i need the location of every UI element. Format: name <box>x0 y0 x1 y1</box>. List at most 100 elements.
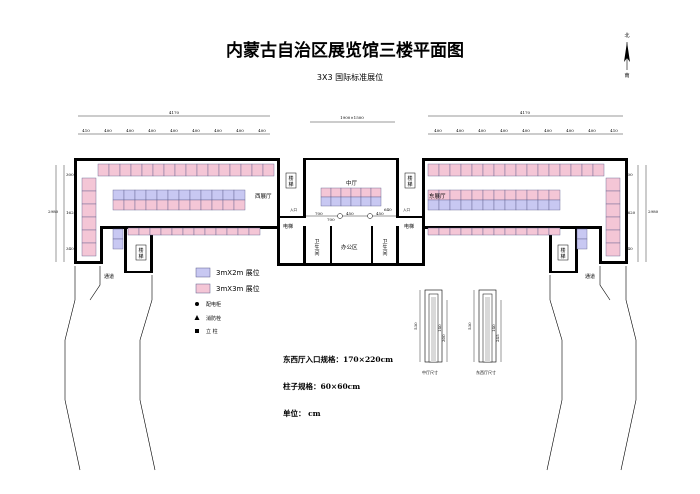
note-entrance-spec: 东西厅入口规格：170×220cm <box>283 354 393 364</box>
booth <box>471 227 484 236</box>
booth <box>605 203 621 218</box>
booth <box>112 228 124 240</box>
booth <box>548 199 561 211</box>
restroom-west-char: 生 <box>314 244 319 251</box>
stairs-east-char: 楼 <box>407 175 412 182</box>
dim-top-left-segment: 400 <box>236 128 244 133</box>
legend-label-power: 配电柜 <box>206 301 221 308</box>
room-labels: 西展厅 东展厅 中厅 办公区 电梯 电梯 入口 入口 640 通道 通道 <box>104 179 595 280</box>
booth <box>81 216 97 231</box>
stairs-lower-west-char: 楼 <box>138 247 143 254</box>
booth <box>119 163 132 177</box>
booth <box>127 227 140 236</box>
booth <box>559 163 572 177</box>
booth <box>163 163 176 177</box>
booth <box>576 238 588 250</box>
restroom-east-char: 间 <box>382 250 387 257</box>
stairs-west-char: 梯 <box>288 181 293 188</box>
booth <box>262 163 275 177</box>
booth <box>537 163 550 177</box>
column-icon <box>195 329 199 333</box>
legend-swatch-3x3 <box>195 283 211 294</box>
booth <box>134 199 147 211</box>
dim-top-middle: 1900×1500 <box>340 115 364 120</box>
booth <box>167 199 180 211</box>
dim-top-right-segment: 400 <box>522 128 530 133</box>
booth <box>515 163 528 177</box>
booth <box>493 199 506 211</box>
booth <box>360 196 372 207</box>
elev-ew-w: 140 <box>491 324 496 332</box>
booth <box>504 199 517 211</box>
dim-mid-3: 450 <box>376 211 384 216</box>
stairs-lower-west-char: 梯 <box>138 253 143 260</box>
booth <box>537 189 550 201</box>
booth <box>189 189 202 201</box>
booth <box>460 189 473 201</box>
booth <box>320 187 332 198</box>
booth <box>81 190 97 205</box>
booth <box>222 199 235 211</box>
booth <box>449 163 462 177</box>
booth <box>123 199 136 211</box>
booth <box>605 229 621 244</box>
booth <box>81 203 97 218</box>
booth <box>193 227 206 236</box>
booth <box>174 163 187 177</box>
stairs-lower-east-char: 楼 <box>560 247 565 254</box>
building-walls <box>74 158 628 266</box>
booth <box>504 189 517 201</box>
booth <box>493 227 506 236</box>
booth <box>570 163 583 177</box>
booth <box>248 227 261 236</box>
dim-top-right-segment: 400 <box>588 128 596 133</box>
legend-swatch-3x2 <box>195 267 211 278</box>
booth <box>97 163 110 177</box>
booth <box>438 163 451 177</box>
stairs-east-char: 梯 <box>407 181 412 188</box>
booth <box>427 199 440 211</box>
compass-north: 北 <box>624 32 629 39</box>
room-middle-hall: 中厅 <box>346 179 358 187</box>
booth <box>112 189 125 201</box>
note-column-spec: 柱子规格：60×60cm <box>283 381 360 391</box>
dim-left-3: 340 <box>66 246 74 251</box>
plan-title: 内蒙古自治区展览馆三楼平面图 <box>226 40 464 61</box>
booth <box>482 227 495 236</box>
booth <box>504 227 517 236</box>
dim-entrance-width: 640 <box>384 207 392 212</box>
booth <box>515 199 528 211</box>
booth <box>251 163 264 177</box>
dim-top-right-segment: 400 <box>434 128 442 133</box>
dim-left-1: 300 <box>66 172 74 177</box>
dim-top-left-segment: 410 <box>82 128 90 133</box>
booth <box>81 242 97 257</box>
dim-top-left-segment: 400 <box>104 128 112 133</box>
booth <box>340 187 352 198</box>
elev-ew-h1: 530 <box>467 322 472 330</box>
booth <box>178 199 191 211</box>
booth <box>537 199 550 211</box>
compass-south: 南 <box>624 72 629 79</box>
stairs-east-box <box>404 172 416 189</box>
booth <box>438 227 451 236</box>
dim-top-left-segment: 400 <box>258 128 266 133</box>
dim-top-left-total: 4170 <box>169 110 180 115</box>
legend-label-3x3: 3mX3m 展位 <box>216 284 260 293</box>
booth <box>427 163 440 177</box>
booth <box>204 227 217 236</box>
booth <box>449 189 462 201</box>
dim-top-left-segment: 400 <box>214 128 222 133</box>
stairs-lower-west-box <box>135 244 147 261</box>
booth <box>504 163 517 177</box>
booth <box>189 199 202 211</box>
booth <box>108 163 121 177</box>
booth <box>145 199 158 211</box>
stairs-west-char: 楼 <box>288 175 293 182</box>
booth <box>320 196 332 207</box>
booth <box>526 199 539 211</box>
booth <box>141 163 154 177</box>
booth <box>340 196 352 207</box>
